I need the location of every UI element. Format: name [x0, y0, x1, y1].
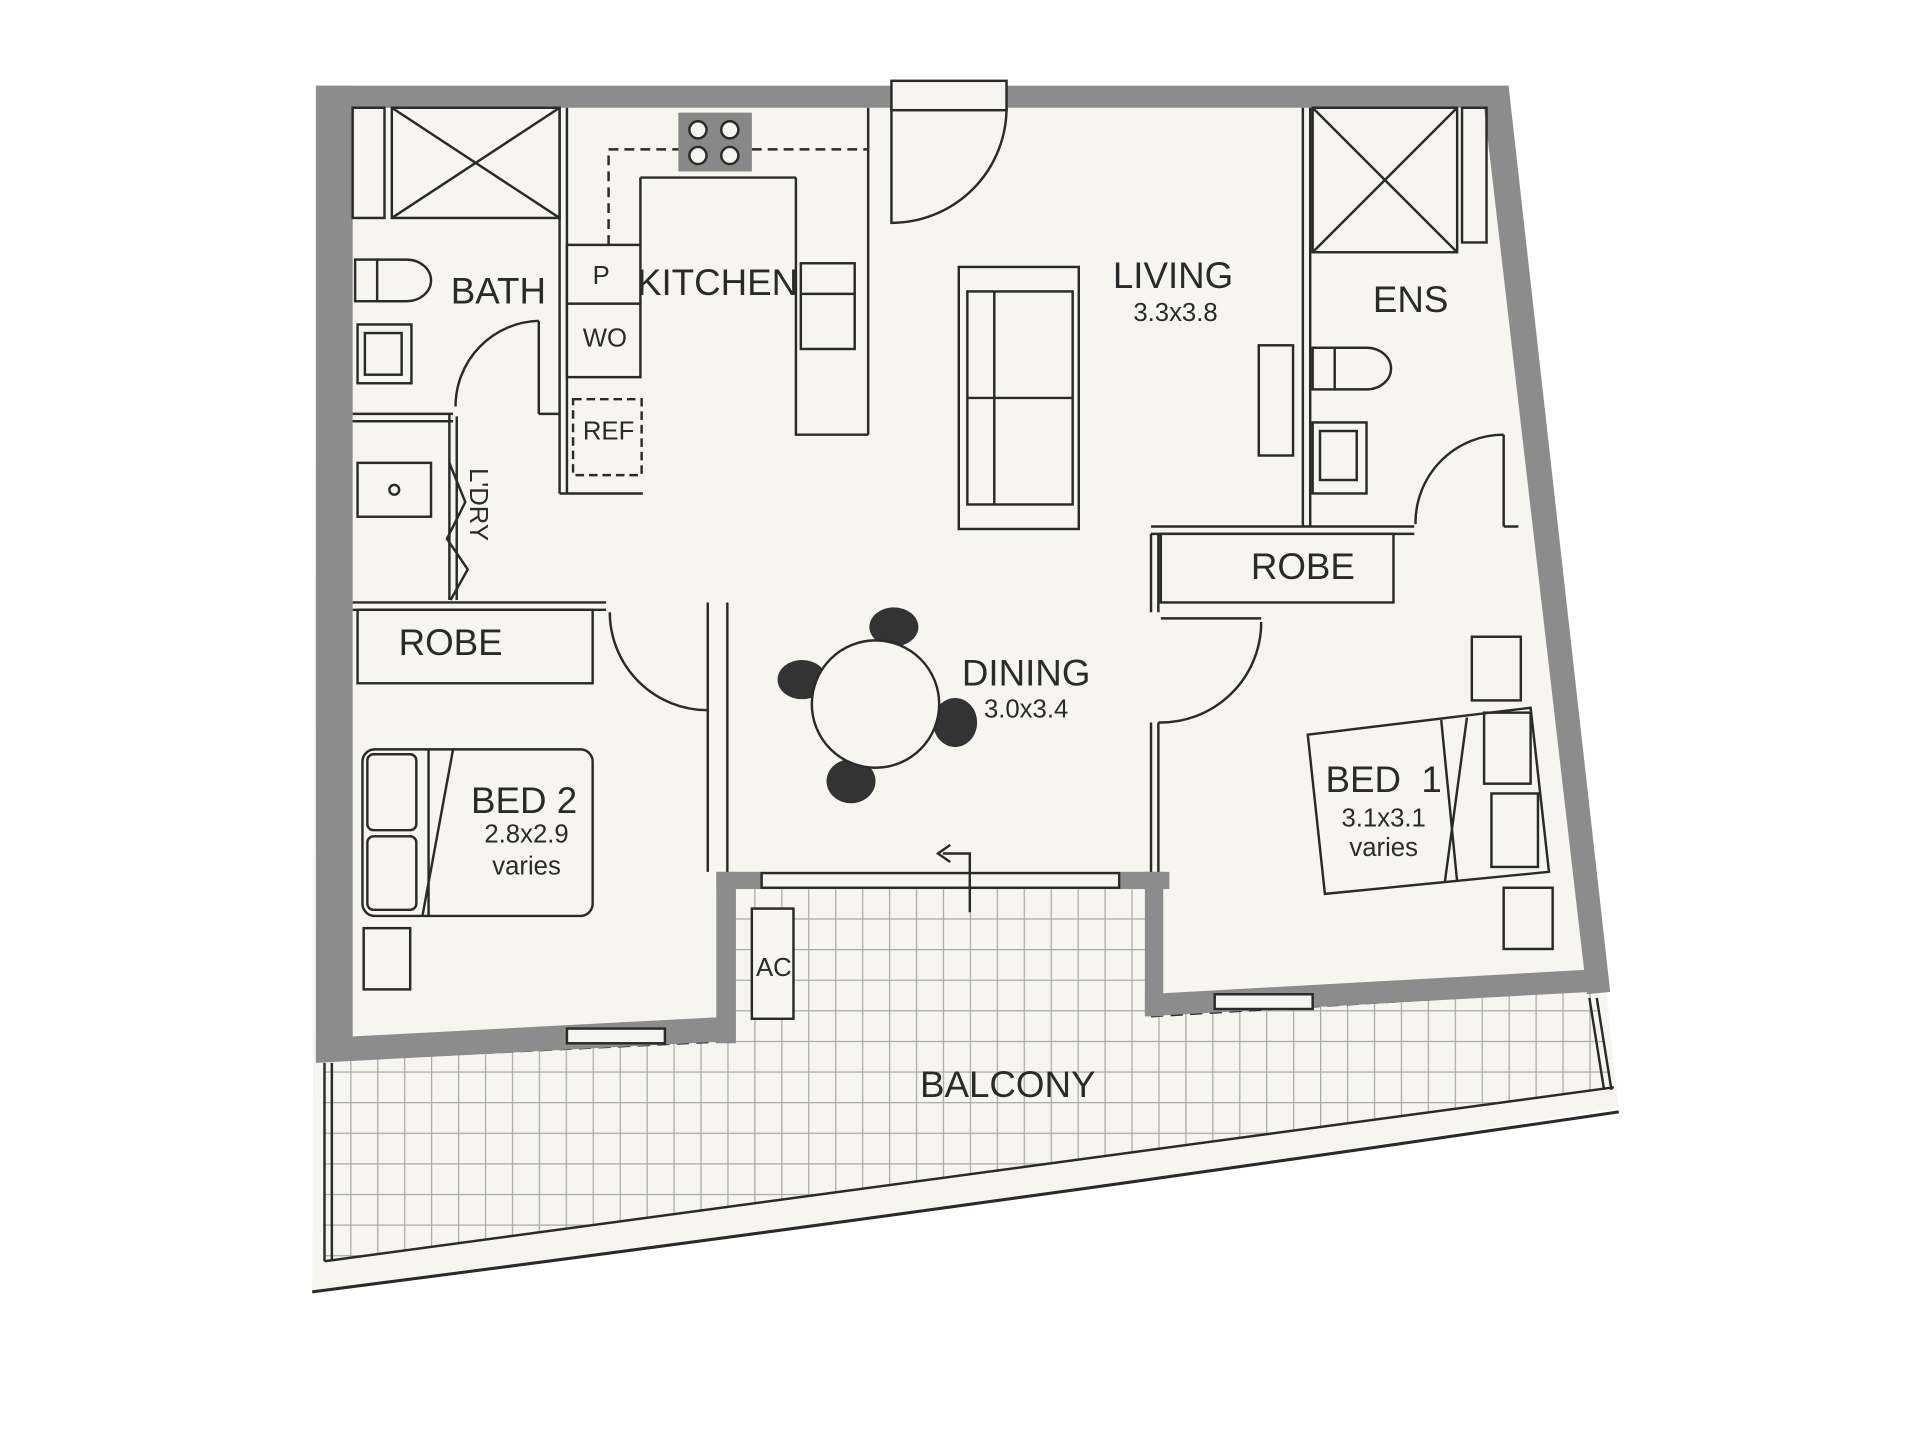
laundry-bifold-door[interactable]: [445, 462, 470, 601]
basin-ens: [1311, 421, 1368, 495]
label-robe-bed2: ROBE: [399, 622, 503, 663]
label-bed1-size: 3.1x3.1: [1342, 805, 1426, 833]
label-living: LIVING: [1113, 255, 1233, 296]
label-fridge: REF: [583, 418, 634, 446]
robe-bed1: [1159, 532, 1395, 604]
outer-walls: [315, 85, 1611, 1063]
balcony-edge-outer: [312, 1110, 1619, 1294]
label-dining: DINING: [962, 653, 1091, 694]
label-bath: BATH: [451, 271, 546, 312]
sofa: [957, 265, 1080, 531]
bench-dashed: [607, 148, 869, 245]
label-bed2-size: 2.8x2.9: [484, 820, 568, 848]
cooktop: [678, 112, 752, 172]
shower-bath: [351, 106, 561, 220]
window-bed2: [565, 1027, 667, 1045]
robe-bed2: [356, 608, 594, 685]
label-bed2-note: varies: [492, 852, 561, 880]
label-laundry: L'DRY: [464, 468, 492, 541]
tv-unit: [1257, 344, 1295, 457]
fridge: [571, 397, 643, 477]
label-kitchen: KITCHEN: [637, 262, 798, 303]
label-bed1-note: varies: [1349, 834, 1418, 862]
label-living-size: 3.3x3.8: [1133, 299, 1217, 327]
pantry: [565, 243, 642, 305]
sliding-door[interactable]: [760, 871, 1121, 889]
bed-1: [1306, 635, 1554, 951]
toilet-ens: [1311, 346, 1393, 391]
balcony-side-left: [323, 1062, 334, 1262]
bed-2: [361, 748, 594, 991]
sliding-arrow: [935, 843, 972, 913]
shower-ens: [1311, 106, 1488, 254]
label-dining-size: 3.0x3.4: [984, 696, 1068, 724]
label-wall-oven: WO: [583, 325, 627, 353]
doors[interactable]: [454, 107, 1505, 724]
label-ensuite: ENS: [1373, 279, 1449, 320]
ac-unit: [750, 907, 795, 1021]
label-ac: AC: [756, 954, 792, 982]
kitchen-sink: [799, 262, 856, 351]
wall-oven: [565, 302, 642, 379]
laundry-tub: [356, 461, 433, 518]
basin-bath: [356, 323, 413, 385]
label-pantry: P: [593, 262, 610, 290]
balcony-side-right: [1588, 997, 1613, 1090]
window-bed1: [1213, 993, 1314, 1011]
entry-opening: [890, 79, 1008, 112]
label-bed1: BED 1: [1326, 759, 1442, 800]
toilet-bath: [353, 258, 433, 303]
label-balcony: BALCONY: [920, 1064, 1096, 1105]
label-bed2: BED 2: [471, 780, 577, 821]
dining-table: [777, 607, 978, 804]
label-robe-bed1: ROBE: [1251, 546, 1355, 587]
